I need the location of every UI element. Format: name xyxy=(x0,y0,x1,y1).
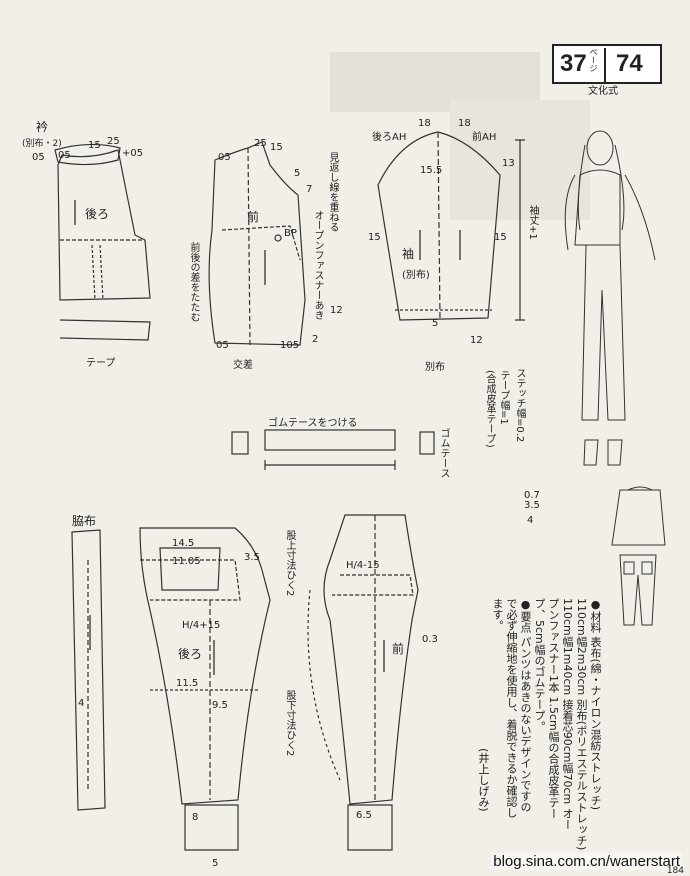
side-panel-heading: 脇布 xyxy=(72,514,97,528)
back-view-sketch xyxy=(611,486,666,626)
back-armhole-label: 後ろAH xyxy=(372,132,407,143)
dim-label: 15 xyxy=(88,140,101,151)
back-piece-label: 後ろ xyxy=(85,207,110,221)
stitch-value: 4 xyxy=(527,515,534,526)
dim-label: H/4-15 xyxy=(346,560,380,571)
page-number: 184 xyxy=(666,866,684,876)
badge-left-number: 37 xyxy=(560,50,587,77)
front-bodice-pattern xyxy=(208,141,306,346)
stitch-value: 3.5 xyxy=(524,500,540,511)
dim-label: 05 xyxy=(218,152,231,163)
tape-width-note: テープ幅=1 xyxy=(498,370,509,425)
dim-label: 7 xyxy=(306,184,313,195)
dim-label: 2 xyxy=(312,334,319,345)
dim-label: 105 xyxy=(280,340,300,351)
stitch-note: ステッチ幅=0.2 xyxy=(514,368,525,443)
dim-label: 3.5 xyxy=(244,552,260,563)
back-pants-pattern xyxy=(139,527,271,851)
dim-label: 11.05 xyxy=(172,556,201,567)
dim-label: 5 xyxy=(212,858,219,869)
watermark: blog.sina.com.cn/wanerstart xyxy=(491,853,682,870)
dim-label: 5 xyxy=(294,168,301,179)
dim-label: 9.5 xyxy=(212,700,228,711)
badge-right-number: 74 xyxy=(616,50,643,77)
tape-label: テープ xyxy=(86,358,116,369)
collar-pattern xyxy=(54,143,121,166)
dim-label: 14.5 xyxy=(172,538,195,549)
front-pants-pattern xyxy=(307,514,419,851)
page-badge: 37 ページ 74 xyxy=(552,44,662,84)
dim-label: 6.5 xyxy=(356,810,372,821)
dim-label: 0.3 xyxy=(422,634,438,645)
dim-label: 4 xyxy=(78,698,85,709)
materials-line: で必ず伸縮地を使用し、着脱できるか確認し xyxy=(505,598,518,818)
dim-label: 11.5 xyxy=(176,678,199,689)
materials-line: 110cm幅1m40cm 接着芯90cm幅70cm オー xyxy=(561,598,574,830)
dim-label: 12 xyxy=(330,305,343,316)
dim-label: 13 xyxy=(502,158,515,169)
tape-material-note: (合成皮革テープ) xyxy=(484,370,495,448)
sleeve-piece-label: 袖 xyxy=(402,247,415,261)
facing-note: 見返し線を重ねる xyxy=(327,152,338,232)
front-back-diff-note: 前後の差をたたむ xyxy=(188,242,199,322)
badge-ruby: ページ xyxy=(589,48,598,72)
front-armhole-label: 前AH xyxy=(472,132,497,143)
dim-label: 05 xyxy=(58,150,71,161)
rubber-tape-pattern xyxy=(231,429,435,470)
rubber-label: ゴムテース xyxy=(438,428,449,478)
materials-line: プ、5cm幅のゴムテープ。 xyxy=(533,598,546,732)
back-pants-label: 後ろ xyxy=(178,647,203,661)
betsununo-label: 別布 xyxy=(425,362,445,373)
badge-subtitle: 文化式 xyxy=(588,86,618,97)
crotch-back-note: 股下寸法ひく2 xyxy=(284,690,295,757)
materials-line: ●材料 表布(綿・ナイロン混紡ストレッチ) xyxy=(589,598,602,811)
sleeve-note: (別布) xyxy=(402,270,430,281)
dim-label: 05 xyxy=(216,340,229,351)
collar-note: (別布・2) xyxy=(22,139,62,149)
materials-line: プンファスナー1本 1.5cm幅の合成皮革テー xyxy=(547,598,560,819)
materials-credit: (井上しげみ) xyxy=(477,748,490,812)
sleeve-pattern xyxy=(377,131,525,321)
stitch-value: 0.7 xyxy=(524,490,540,501)
badge-divider xyxy=(604,48,606,82)
dim-label: 15 xyxy=(494,232,507,243)
dim-label: 5 xyxy=(432,318,439,329)
materials-line: 110cm幅2m30cm 別布(ポリエステルストレッチ) xyxy=(575,598,588,851)
crotch-front-note: 股上寸法ひく2 xyxy=(284,530,295,597)
dim-label: 18 xyxy=(418,118,431,129)
side-panel-pattern xyxy=(71,529,106,811)
dim-label: +05 xyxy=(122,148,144,159)
front-piece-label: 前 xyxy=(247,210,260,224)
front-pants-label: 前 xyxy=(392,642,405,656)
zipper-note: オープンファスナーあき xyxy=(312,210,323,320)
dim-label: 15 xyxy=(270,142,283,153)
materials-line: ます。 xyxy=(491,598,504,631)
fashion-figure-sketch xyxy=(564,130,656,466)
dim-label: 25 xyxy=(107,136,120,147)
materials-line: ●要点 パンツはあきのないデザインですの xyxy=(519,598,532,813)
dim-label: 25 xyxy=(254,138,267,149)
dim-label: 8 xyxy=(192,812,199,823)
collar-heading: 衿 xyxy=(36,120,49,134)
bust-point-label: BP xyxy=(284,228,297,239)
dim-label: 18 xyxy=(458,118,471,129)
dim-label: 05 xyxy=(32,152,45,163)
dim-label: H/4+15 xyxy=(182,620,221,631)
sleeve-length-note: 袖丈+1 xyxy=(527,205,538,240)
rubber-tape-note: ゴムテースをつける xyxy=(268,418,358,429)
dim-label: 15 xyxy=(368,232,381,243)
dim-label: 15.5 xyxy=(420,165,443,176)
dim-label: 12 xyxy=(470,335,483,346)
back-bodice-pattern xyxy=(57,149,151,341)
kousa-label: 交差 xyxy=(233,360,253,371)
